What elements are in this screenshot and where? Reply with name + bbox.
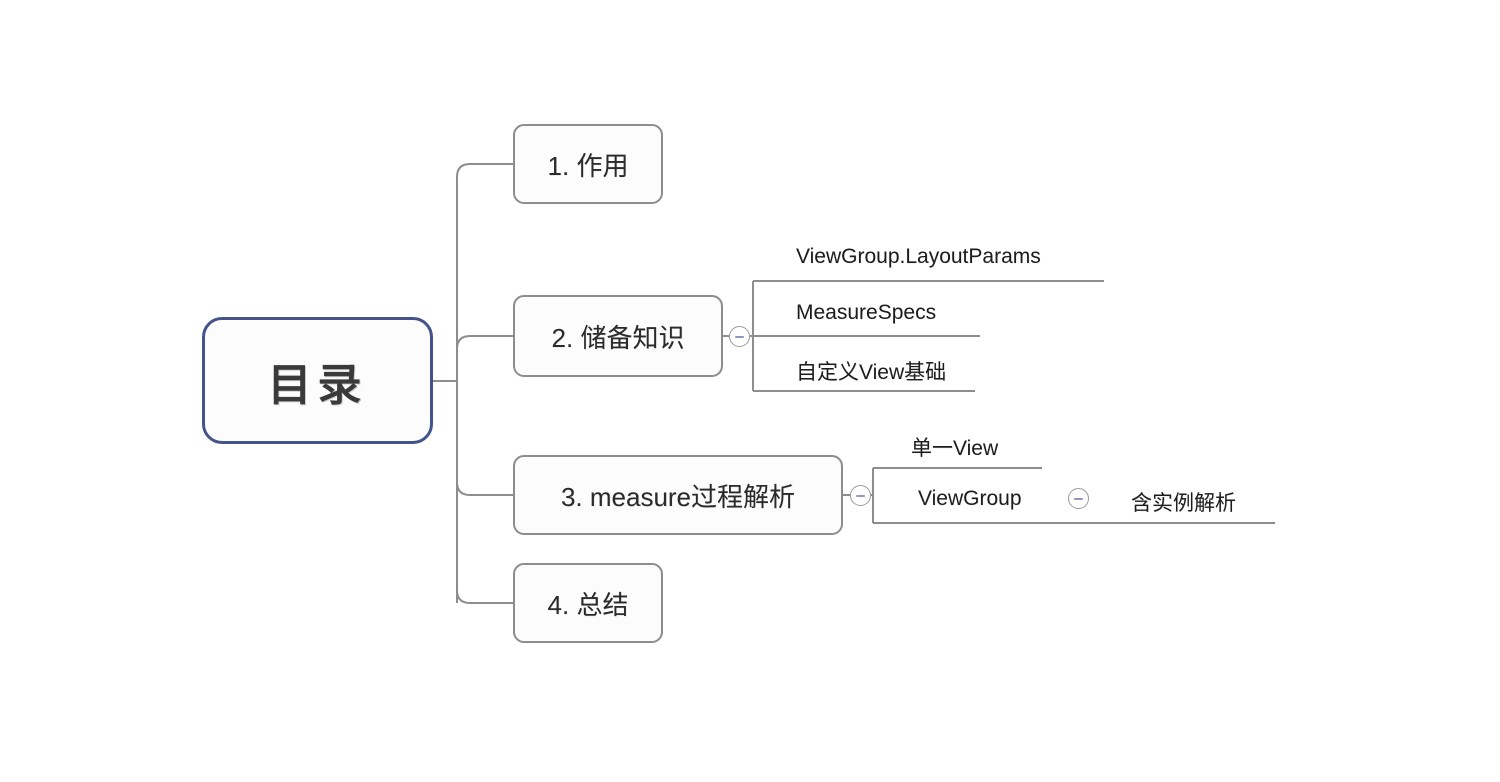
topic-node-1-label: 1. 作用 (547, 150, 629, 181)
topic-node-4-label: 4. 总结 (547, 589, 629, 620)
minus-icon (1074, 497, 1083, 500)
minus-icon (735, 335, 744, 338)
leaf-with-example-analysis[interactable]: 含实例解析 (1131, 492, 1236, 515)
topic-node-2-label: 2. 储备知识 (551, 322, 685, 353)
leaf-custom-view-basics[interactable]: 自定义View基础 (796, 361, 947, 384)
leaf-viewgroup-layoutparams[interactable]: ViewGroup.LayoutParams (796, 245, 1041, 268)
minus-icon (856, 494, 865, 497)
topic-node-4[interactable]: 4. 总结 (513, 563, 663, 643)
topic-node-3-label: 3. measure过程解析 (560, 481, 796, 512)
edge-to-node-3 (456, 481, 513, 496)
root-node-label: 目录 (267, 360, 368, 410)
topic-node-2[interactable]: 2. 储备知识 (513, 295, 723, 377)
edge-to-node-1 (456, 163, 513, 178)
collapse-toggle-node-3[interactable] (850, 485, 871, 506)
edge-to-node-2 (456, 335, 513, 350)
topic-node-3[interactable]: 3. measure过程解析 (513, 455, 843, 535)
edge-to-node-4 (456, 589, 513, 604)
root-node[interactable]: 目录 (202, 317, 433, 444)
leaf-measurespecs[interactable]: MeasureSpecs (796, 301, 937, 324)
topic-node-1[interactable]: 1. 作用 (513, 124, 663, 204)
collapse-toggle-viewgroup[interactable] (1068, 488, 1089, 509)
leaf-single-view[interactable]: 单一View (911, 437, 999, 460)
collapse-toggle-node-2[interactable] (729, 326, 750, 347)
leaf-viewgroup[interactable]: ViewGroup (918, 487, 1022, 510)
